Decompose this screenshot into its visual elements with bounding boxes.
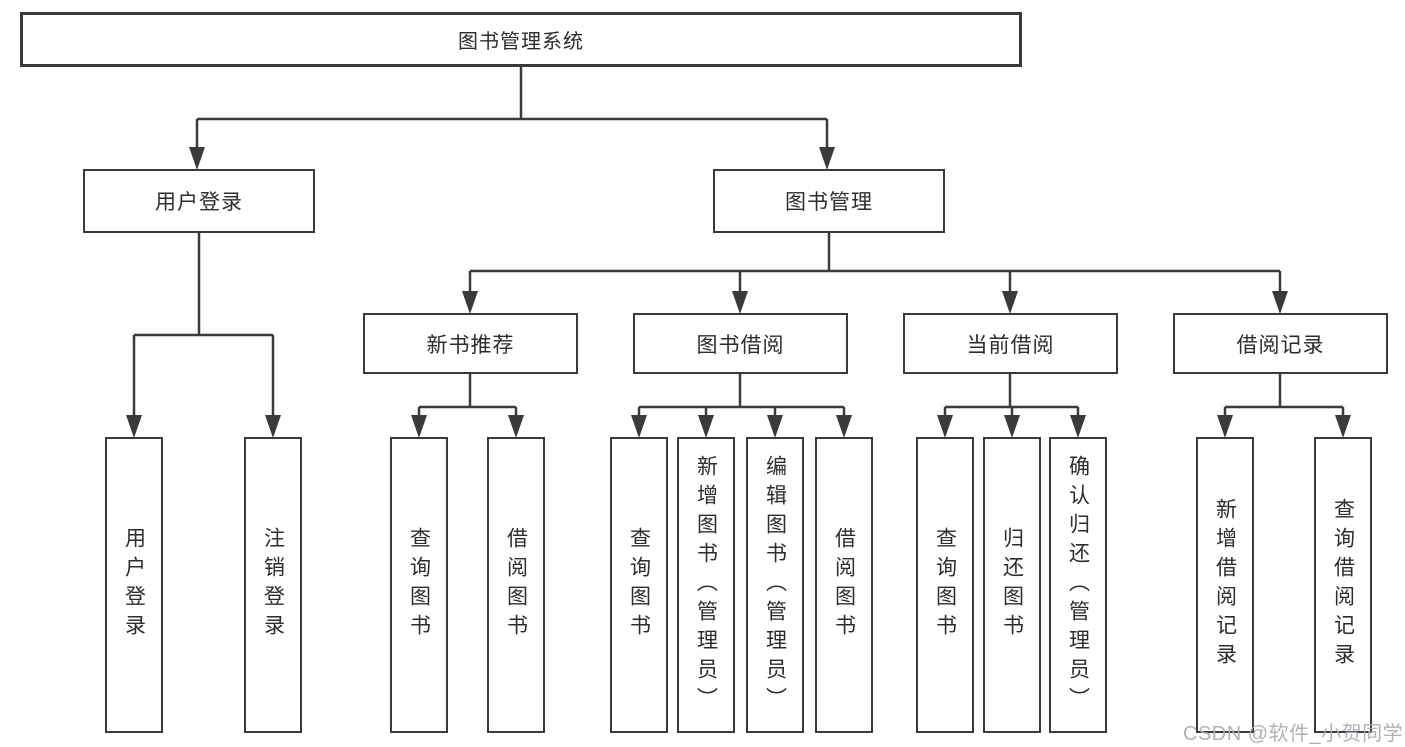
- node-label: 图书管理: [785, 191, 873, 214]
- csdn-watermark: CSDN @软件_小贺同学: [1183, 723, 1404, 745]
- arrowhead: [508, 415, 524, 438]
- node-leaf-query-borrow-record: 查询借阅记录: [1314, 437, 1372, 733]
- arrowhead: [1335, 415, 1351, 438]
- node-book-management-module: 图书管理: [713, 169, 945, 233]
- node-leaf-edit-book-admin: 编辑图书（管理员）: [746, 437, 804, 733]
- arrowhead: [698, 415, 714, 438]
- node-leaf-add-book-admin: 新增图书（管理员）: [677, 437, 735, 733]
- node-leaf-borrow-book-2: 借阅图书: [815, 437, 873, 733]
- node-label: 查询图书: [627, 527, 651, 643]
- arrowhead: [732, 291, 748, 314]
- node-borrow-records: 借阅记录: [1173, 313, 1388, 374]
- arrowhead: [1002, 291, 1018, 314]
- arrowhead: [631, 415, 647, 438]
- node-leaf-query-book-1: 查询图书: [390, 437, 448, 733]
- arrowhead: [937, 415, 953, 438]
- node-leaf-query-book-3: 查询图书: [916, 437, 974, 733]
- node-leaf-user-login: 用户登录: [105, 437, 163, 733]
- node-book-borrow: 图书借阅: [633, 313, 848, 374]
- node-label: 编辑图书（管理员）: [763, 454, 787, 716]
- arrowhead: [462, 291, 478, 314]
- node-label: 注销登录: [261, 527, 285, 643]
- arrowhead: [1272, 291, 1288, 314]
- node-label: 查询借阅记录: [1331, 498, 1355, 672]
- arrowhead: [411, 415, 427, 438]
- node-label: 确认归还（管理员）: [1066, 454, 1090, 716]
- arrowhead: [1217, 415, 1233, 438]
- node-leaf-return-book: 归还图书: [983, 437, 1041, 733]
- arrowhead: [265, 415, 281, 438]
- node-label: 借阅图书: [504, 527, 528, 643]
- arrowhead: [819, 147, 835, 170]
- node-label: 用户登录: [155, 191, 243, 214]
- arrowhead: [1004, 415, 1020, 438]
- node-user-login-module: 用户登录: [83, 169, 315, 233]
- node-label: 当前借阅: [966, 333, 1055, 357]
- node-label: 新增借阅记录: [1213, 498, 1237, 672]
- arrowhead: [189, 147, 205, 170]
- node-label: 图书借阅: [696, 333, 785, 357]
- node-leaf-add-borrow-record: 新增借阅记录: [1196, 437, 1254, 733]
- node-current-borrow: 当前借阅: [903, 313, 1118, 374]
- node-label: 用户登录: [122, 527, 146, 643]
- node-label: 借阅图书: [832, 527, 856, 643]
- node-leaf-confirm-return-admin: 确认归还（管理员）: [1049, 437, 1107, 733]
- node-new-book-recommend: 新书推荐: [363, 313, 578, 374]
- node-label: 新书推荐: [426, 333, 515, 357]
- node-label: 图书管理系统: [458, 31, 584, 53]
- arrowhead: [836, 415, 852, 438]
- arrowhead: [1070, 415, 1086, 438]
- node-leaf-logout: 注销登录: [244, 437, 302, 733]
- node-label: 查询图书: [933, 527, 957, 643]
- node-leaf-query-book-2: 查询图书: [610, 437, 668, 733]
- node-leaf-borrow-book-1: 借阅图书: [487, 437, 545, 733]
- node-label: 归还图书: [1000, 527, 1024, 643]
- node-label: 新增图书（管理员）: [694, 454, 718, 716]
- arrowhead: [126, 415, 142, 438]
- node-root-system: 图书管理系统: [20, 12, 1022, 67]
- node-label: 借阅记录: [1236, 333, 1325, 357]
- node-label: 查询图书: [407, 527, 431, 643]
- arrowhead: [767, 415, 783, 438]
